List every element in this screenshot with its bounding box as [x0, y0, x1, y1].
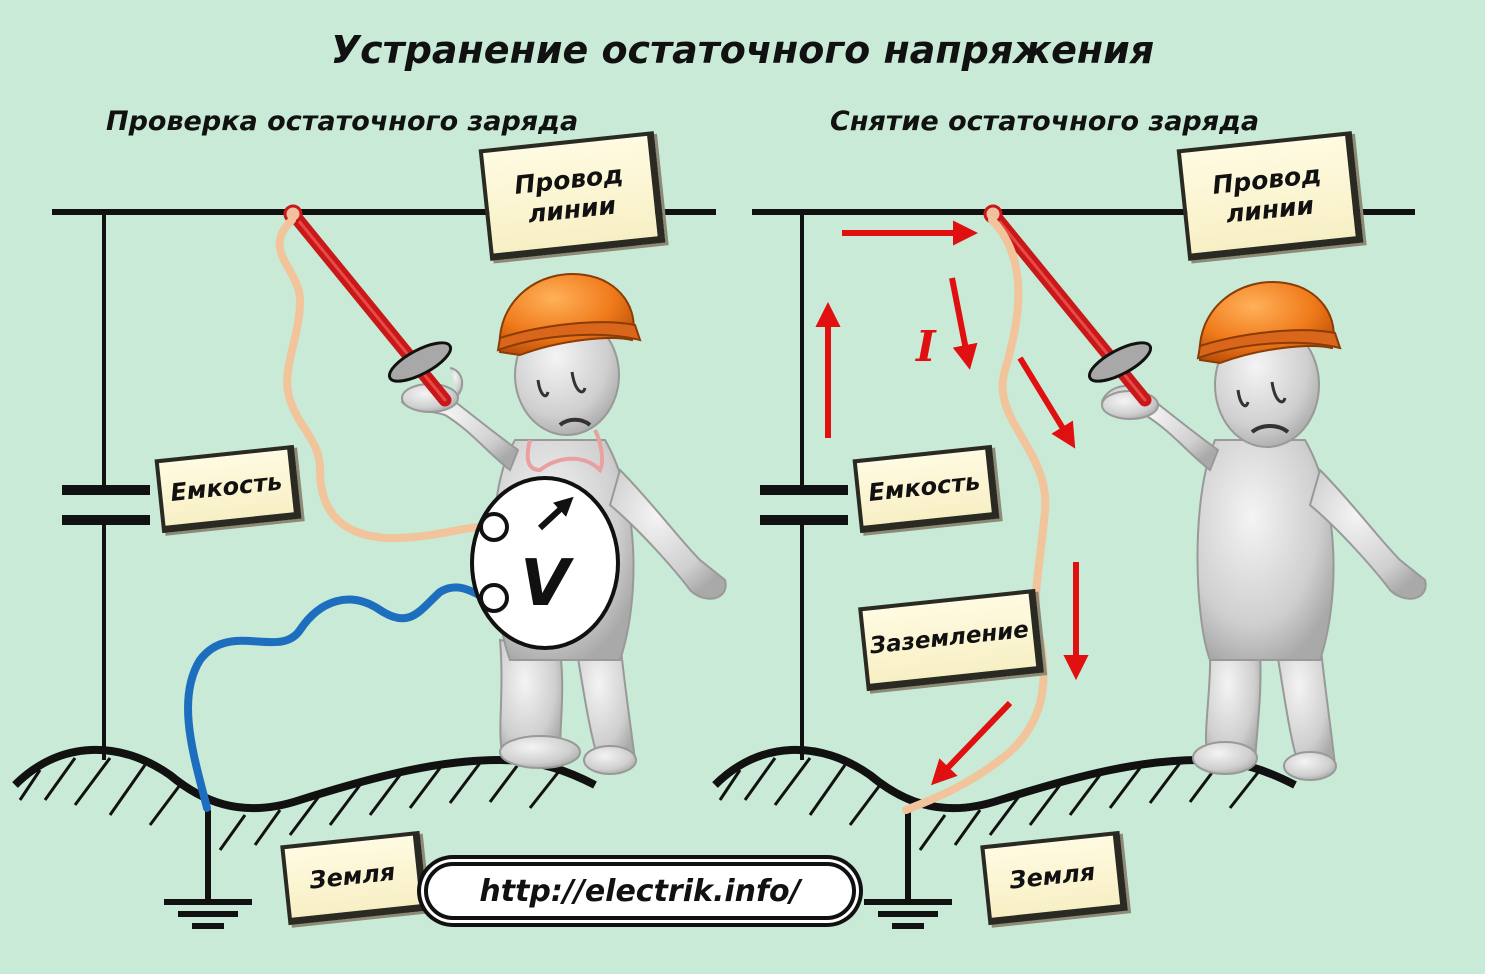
capacitance-tag-left: Емкость	[154, 444, 302, 534]
rod-guard-disc	[387, 341, 453, 383]
ground-tag-right: Земля	[980, 830, 1128, 926]
current-symbol: I	[916, 322, 936, 371]
source-url: http://electrik.info/	[424, 862, 856, 920]
voltmeter-terminal-top	[479, 512, 509, 542]
rod-guard-disc	[1087, 341, 1153, 383]
current-arrow	[931, 700, 1013, 786]
ground-hatching	[18, 757, 562, 851]
right-panel-subtitle: Снятие остаточного заряда	[830, 106, 1260, 137]
ground-hatching	[718, 757, 1262, 851]
current-arrow	[1017, 356, 1076, 449]
voltmeter: V	[470, 476, 620, 650]
ground-tag-left: Земля	[280, 830, 428, 926]
grounding-lead	[902, 216, 1050, 814]
current-arrow	[949, 277, 978, 370]
capacitance-tag-right: Емкость	[852, 444, 1000, 534]
earth-symbol	[864, 899, 952, 929]
worker-figure	[1100, 281, 1427, 781]
page-title: Устранение остаточного напряжения	[330, 28, 1155, 72]
wire-tag-left: Провод линии	[478, 131, 666, 261]
voltmeter-needle-arrow	[537, 496, 574, 531]
voltmeter-lead-peach	[275, 216, 484, 543]
current-flow-arrows	[815, 220, 1089, 786]
right-panel	[712, 204, 1427, 929]
voltmeter-lead-blue	[184, 583, 489, 812]
wire-tag-right: Провод линии	[1176, 131, 1364, 261]
voltmeter-terminal-bottom	[479, 583, 509, 613]
voltmeter-symbol: V	[520, 547, 574, 621]
earth-symbol	[164, 899, 252, 929]
left-panel-subtitle: Проверка остаточного заряда	[106, 106, 579, 137]
left-panel: V	[12, 204, 727, 929]
